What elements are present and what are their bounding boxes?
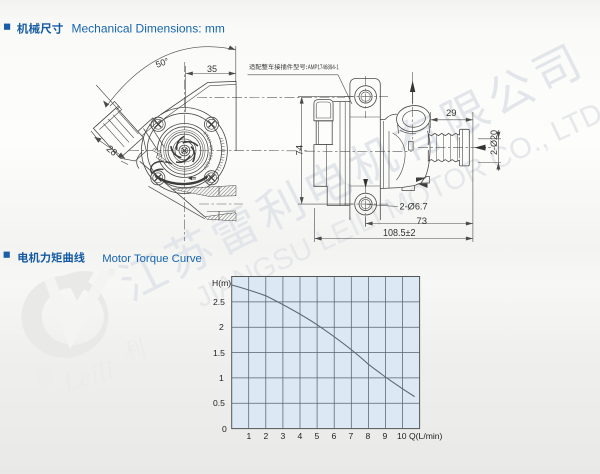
svg-text:2: 2 (264, 431, 269, 441)
svg-text:2-Ø6.7: 2-Ø6.7 (400, 202, 428, 212)
svg-text:10: 10 (397, 431, 407, 441)
svg-text:0: 0 (222, 424, 227, 434)
svg-text:0.5: 0.5 (213, 398, 225, 408)
svg-text:®: ® (108, 268, 116, 279)
svg-text:1: 1 (219, 373, 224, 383)
svg-text:2-Ø20: 2-Ø20 (489, 130, 499, 155)
svg-text:Leili: Leili (59, 355, 118, 399)
svg-text:1: 1 (247, 431, 252, 441)
svg-text:Motor Torque Curve: Motor Torque Curve (102, 253, 202, 265)
svg-text:1.5: 1.5 (213, 348, 225, 358)
svg-text:35: 35 (207, 64, 217, 74)
svg-text:4: 4 (298, 431, 303, 441)
svg-text:3: 3 (281, 431, 286, 441)
svg-text:108.5±2: 108.5±2 (383, 228, 416, 239)
svg-text:50°: 50° (154, 56, 170, 70)
svg-text:5: 5 (315, 431, 320, 441)
svg-text:29: 29 (446, 108, 457, 119)
svg-text:2.5: 2.5 (213, 297, 225, 307)
svg-text:7: 7 (349, 431, 354, 441)
svg-text:74: 74 (295, 145, 306, 156)
svg-text:H(m): H(m) (212, 278, 231, 288)
svg-text:73: 73 (417, 216, 428, 227)
svg-text:Q(L/min): Q(L/min) (409, 431, 443, 441)
svg-text:Mechanical Dimensions: mm: Mechanical Dimensions: mm (72, 22, 225, 36)
svg-text:6: 6 (332, 431, 337, 441)
svg-text:9: 9 (383, 431, 388, 441)
svg-text:28: 28 (104, 144, 119, 159)
svg-text:8: 8 (366, 431, 371, 441)
svg-text:2: 2 (219, 322, 224, 332)
